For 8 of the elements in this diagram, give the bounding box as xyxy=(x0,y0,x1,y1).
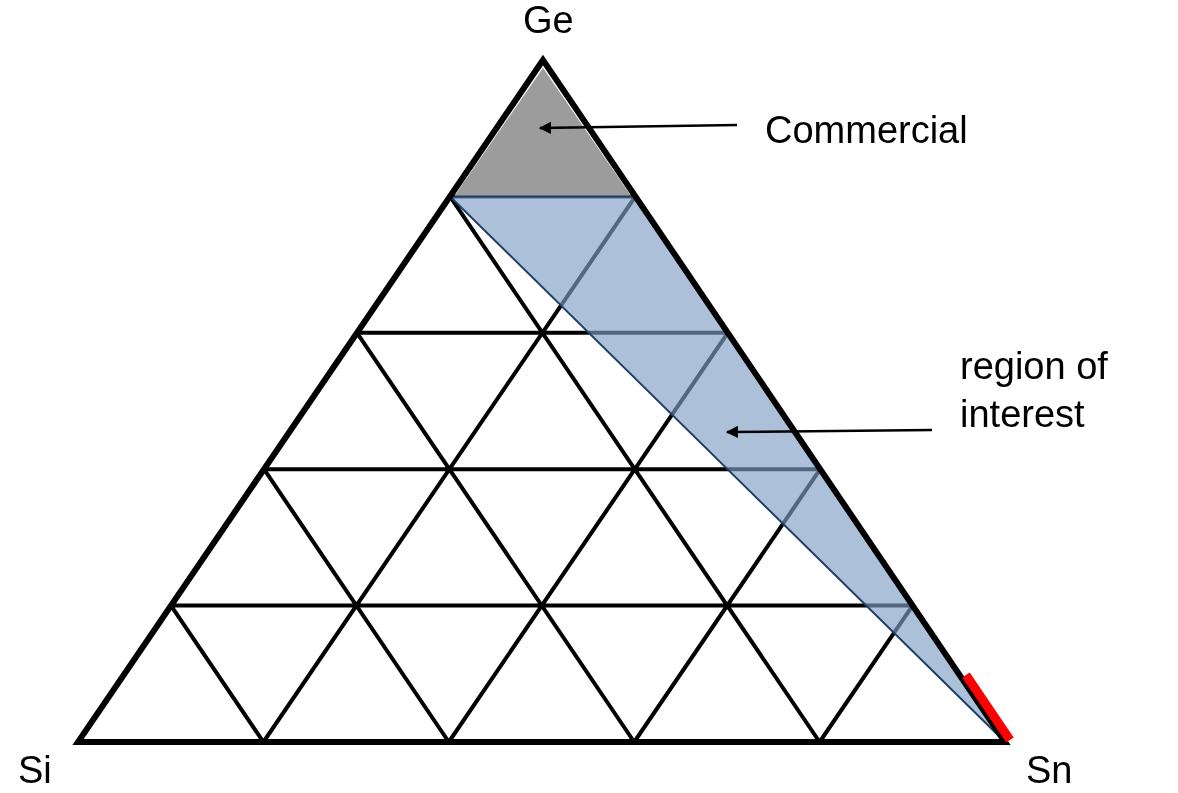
vertex-label: Sn xyxy=(1026,748,1073,793)
callout-text: region of interest xyxy=(960,342,1160,438)
vertex-label: Si xyxy=(18,748,52,793)
leader-arrow xyxy=(538,121,738,135)
callout-text: Commercial xyxy=(765,106,1065,154)
commercial-region xyxy=(454,68,632,197)
leader-arrow xyxy=(725,425,932,439)
vertex-label: Ge xyxy=(523,0,574,43)
